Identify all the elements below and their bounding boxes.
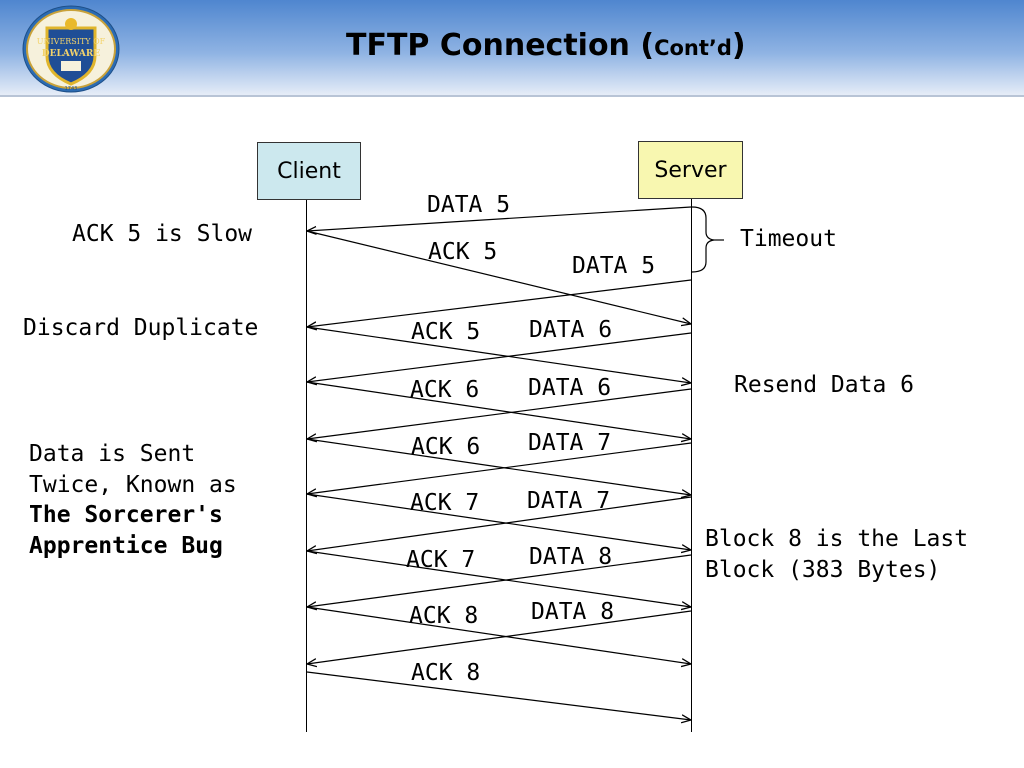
client-box: Client — [257, 142, 361, 200]
message-arrow-ack-8 — [306, 671, 691, 720]
message-arrow-data-5 — [307, 206, 692, 231]
svg-text:DELAWARE: DELAWARE — [42, 49, 101, 59]
timeout-brace — [691, 206, 715, 273]
note-sorcerer-line2: Twice, Known as — [29, 472, 237, 498]
message-label: DATA 7 — [528, 430, 612, 456]
message-label: DATA 7 — [527, 488, 611, 514]
message-arrow-ack-8 — [306, 606, 691, 664]
client-label: Client — [277, 158, 341, 184]
university-logo: UNIVERSITY OF DELAWARE 1743 — [22, 5, 120, 93]
note-timeout: Timeout — [740, 226, 837, 252]
message-label: ACK 5 — [411, 319, 481, 345]
message-arrow-data-5 — [307, 279, 692, 327]
slide-title: TFTP Connection (Cont’d) — [346, 28, 746, 63]
message-label: ACK 6 — [410, 377, 480, 403]
svg-text:UNIVERSITY OF: UNIVERSITY OF — [37, 37, 106, 46]
message-arrow-ack-5 — [306, 326, 691, 383]
note-last-block-line2: Block (383 Bytes) — [705, 557, 941, 583]
message-label: DATA 8 — [531, 599, 615, 625]
message-arrow-data-7 — [307, 442, 692, 494]
note-sorcerer-line3: The Sorcerer's — [29, 502, 223, 528]
message-label: ACK 8 — [409, 603, 479, 629]
message-arrow-ack-6 — [306, 381, 691, 439]
header-divider — [0, 95, 1024, 97]
message-label: ACK 7 — [406, 547, 476, 573]
server-lifeline — [691, 199, 692, 732]
message-label: DATA 8 — [529, 544, 613, 570]
server-label: Server — [654, 157, 727, 183]
message-arrow-data-8 — [307, 554, 692, 607]
note-discard-duplicate: Discard Duplicate — [23, 315, 259, 341]
message-arrow-ack-5 — [306, 230, 691, 324]
client-lifeline — [306, 200, 307, 732]
note-resend-data6: Resend Data 6 — [734, 372, 915, 398]
server-box: Server — [638, 141, 743, 199]
message-arrow-ack-6 — [306, 438, 691, 495]
message-label: DATA 6 — [528, 375, 612, 401]
message-label: DATA 5 — [572, 253, 656, 279]
note-ack5-slow: ACK 5 is Slow — [72, 221, 253, 247]
message-label: ACK 8 — [411, 660, 481, 686]
note-sorcerer-line4: Apprentice Bug — [29, 533, 223, 559]
message-label: ACK 5 — [428, 239, 498, 265]
message-label: DATA 6 — [529, 317, 613, 343]
slide-header — [0, 0, 1024, 96]
message-label: DATA 5 — [427, 192, 511, 218]
message-arrow-ack-7 — [306, 493, 691, 550]
note-last-block-line1: Block 8 is the Last — [705, 526, 969, 552]
message-label: ACK 7 — [410, 490, 480, 516]
svg-text:1743: 1743 — [65, 86, 78, 92]
message-arrow-data-8 — [307, 610, 692, 664]
message-arrow-data-6 — [307, 332, 692, 382]
message-arrow-ack-7 — [306, 550, 691, 607]
message-label: ACK 6 — [411, 434, 481, 460]
message-arrow-data-7 — [307, 496, 692, 551]
note-sorcerer-line1: Data is Sent — [29, 441, 196, 467]
message-arrow-data-6 — [307, 388, 692, 439]
